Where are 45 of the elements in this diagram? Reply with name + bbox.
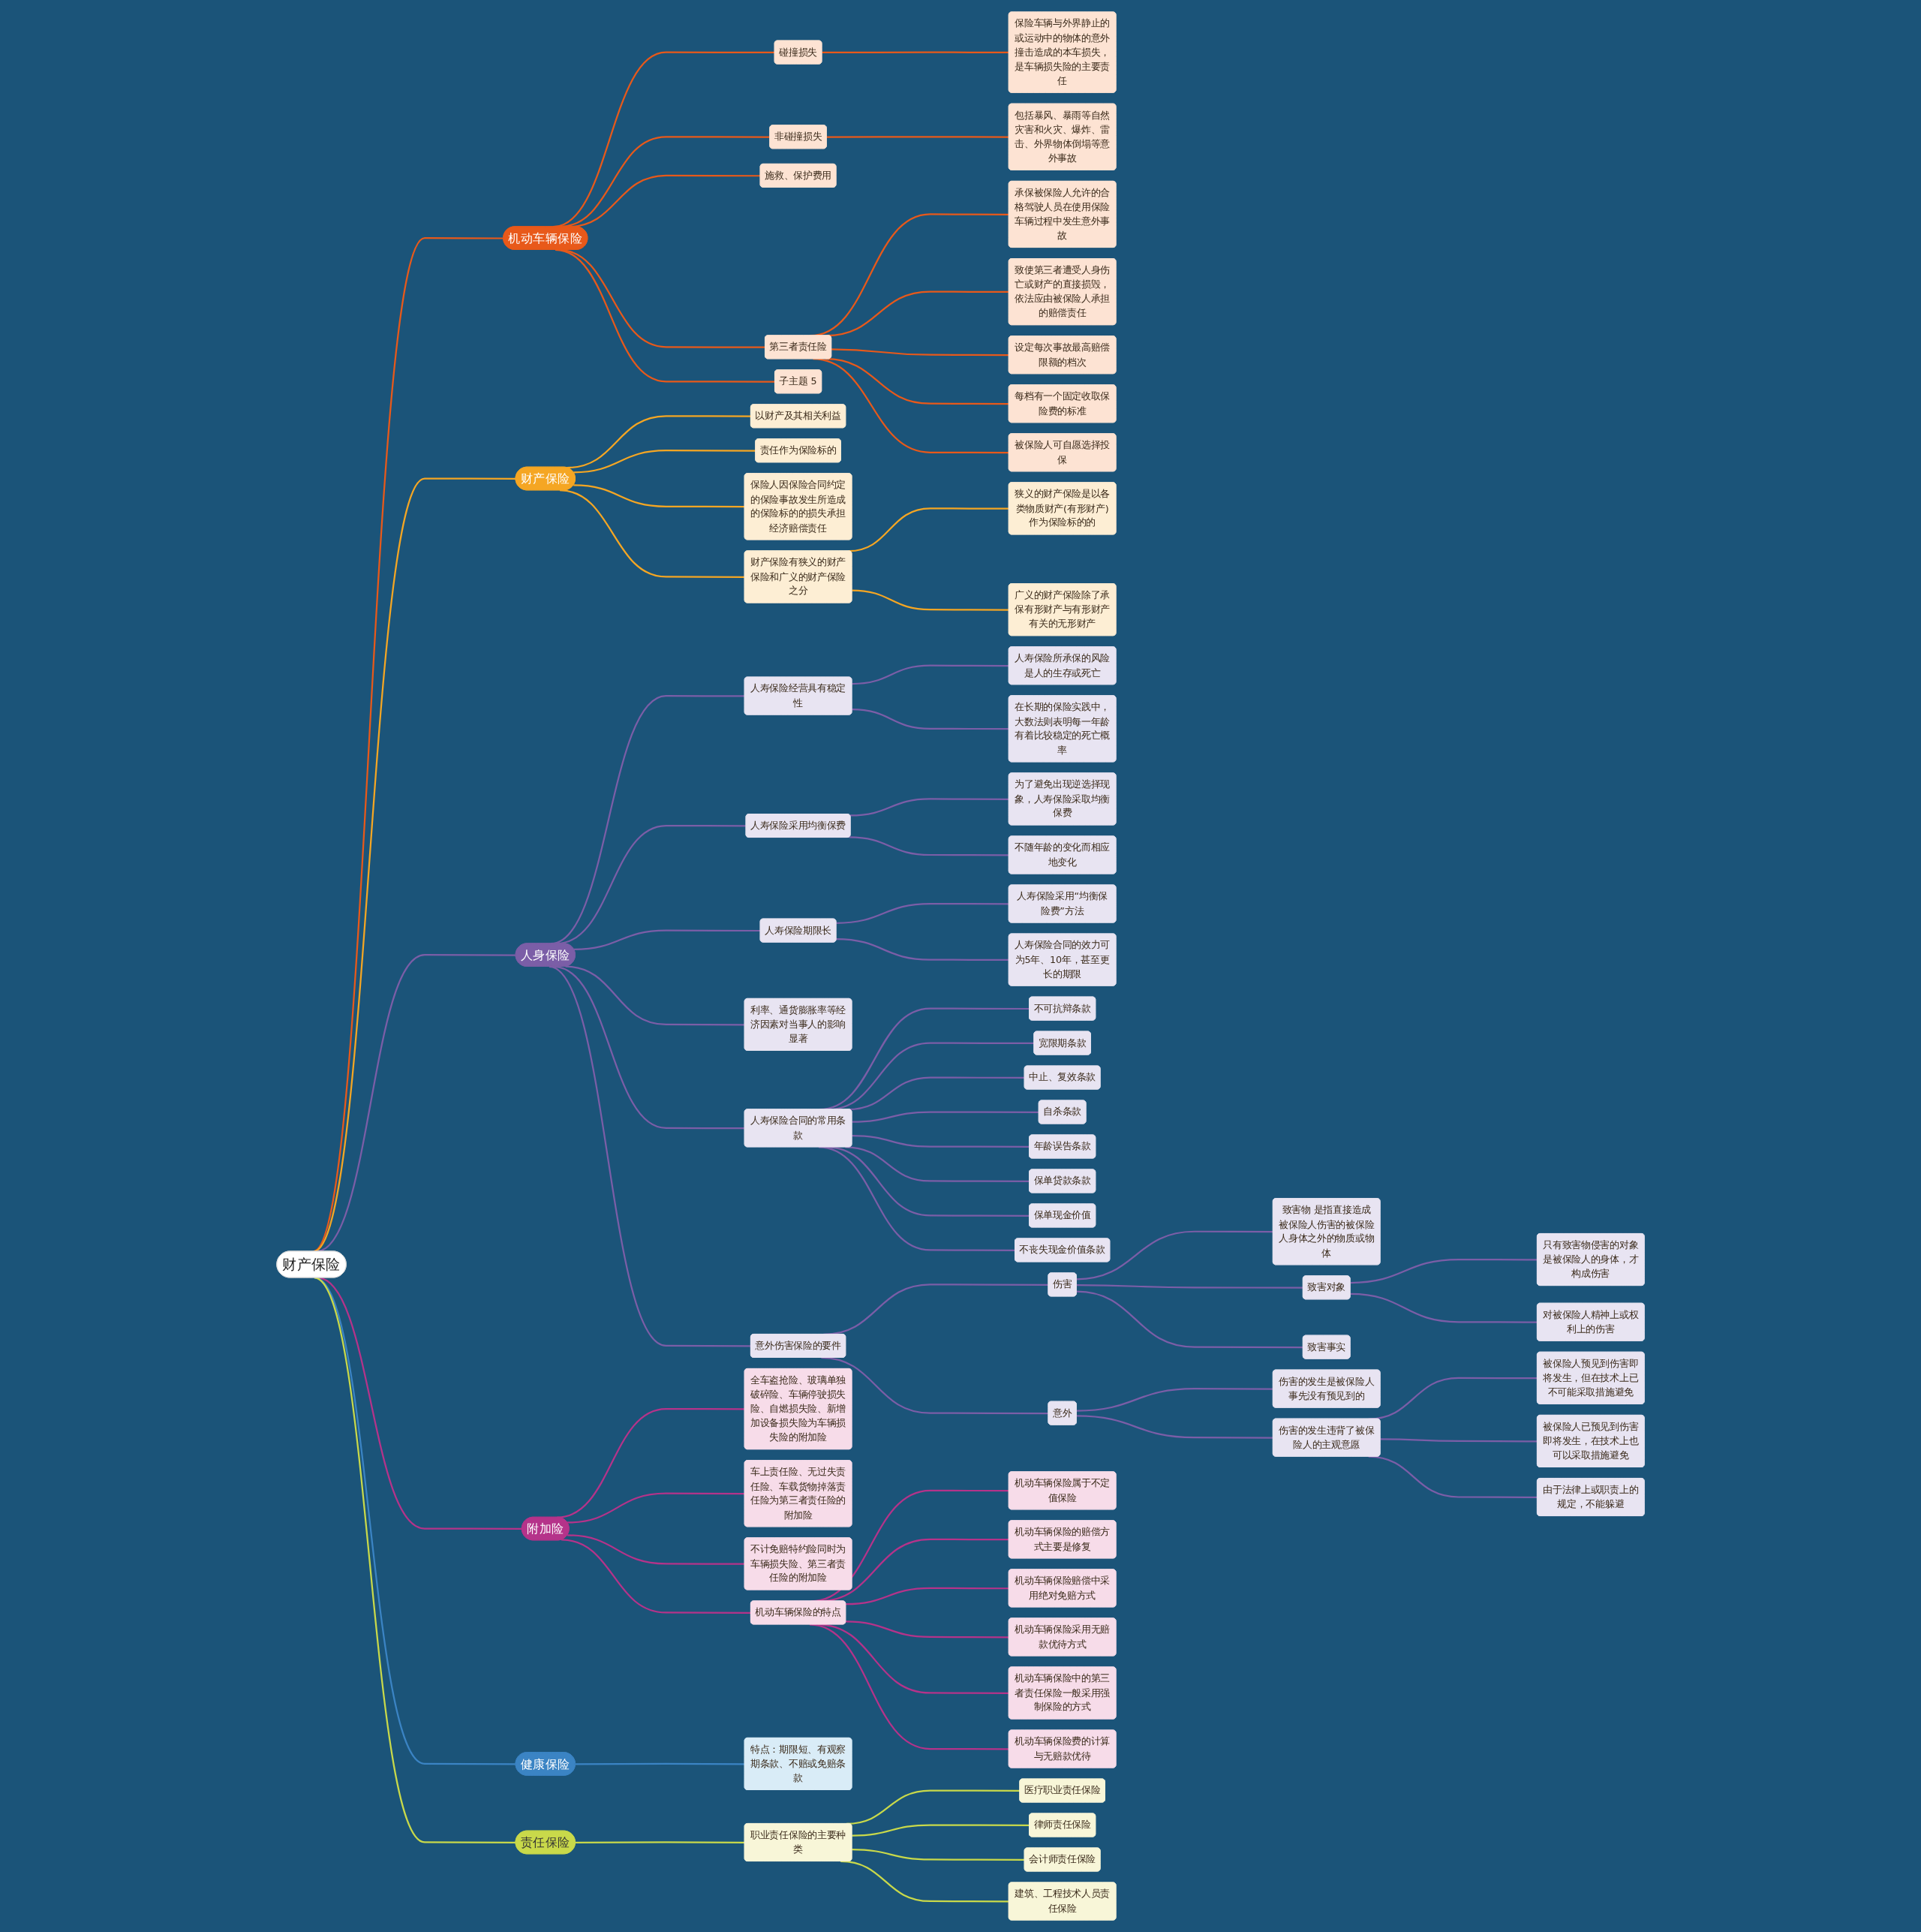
connector bbox=[849, 798, 1009, 817]
connector bbox=[555, 248, 775, 383]
connector bbox=[836, 938, 1009, 961]
connector bbox=[567, 1492, 745, 1524]
connector bbox=[852, 709, 1009, 730]
connector bbox=[561, 1539, 751, 1614]
connector bbox=[559, 489, 745, 578]
connector bbox=[821, 1356, 1049, 1415]
connector bbox=[840, 1860, 1009, 1903]
connector bbox=[818, 1146, 1015, 1251]
connector bbox=[567, 415, 751, 469]
connector bbox=[852, 1824, 1030, 1837]
connector bbox=[575, 1762, 745, 1765]
connector bbox=[852, 1849, 1025, 1861]
connector bbox=[852, 1111, 1039, 1123]
connector bbox=[575, 1841, 745, 1843]
connector bbox=[549, 965, 751, 1347]
connector bbox=[852, 664, 1009, 685]
connector bbox=[1380, 1438, 1538, 1443]
connector bbox=[1076, 1415, 1273, 1439]
connector bbox=[822, 51, 1009, 54]
connector bbox=[1076, 1388, 1273, 1412]
connector bbox=[565, 965, 745, 1026]
connector bbox=[852, 1135, 1030, 1148]
connector bbox=[852, 589, 1009, 611]
connector bbox=[1350, 1293, 1538, 1323]
connector bbox=[573, 484, 745, 508]
connector bbox=[848, 507, 1009, 552]
connector bbox=[567, 1534, 745, 1565]
connector bbox=[845, 1146, 1030, 1182]
connector bbox=[846, 1587, 1009, 1605]
connector bbox=[1076, 1284, 1303, 1289]
connector bbox=[1076, 1230, 1273, 1280]
connector bbox=[1076, 1290, 1303, 1349]
connector bbox=[1350, 1258, 1538, 1284]
connector bbox=[573, 929, 761, 950]
connector bbox=[836, 902, 1009, 924]
connector bbox=[573, 450, 756, 474]
connector bbox=[846, 1621, 1009, 1639]
connector bbox=[849, 836, 1009, 856]
connector bbox=[831, 348, 1009, 357]
connector bbox=[809, 1624, 1009, 1750]
connector bbox=[825, 358, 1009, 405]
connector bbox=[813, 358, 1009, 454]
connector bbox=[826, 136, 1009, 138]
